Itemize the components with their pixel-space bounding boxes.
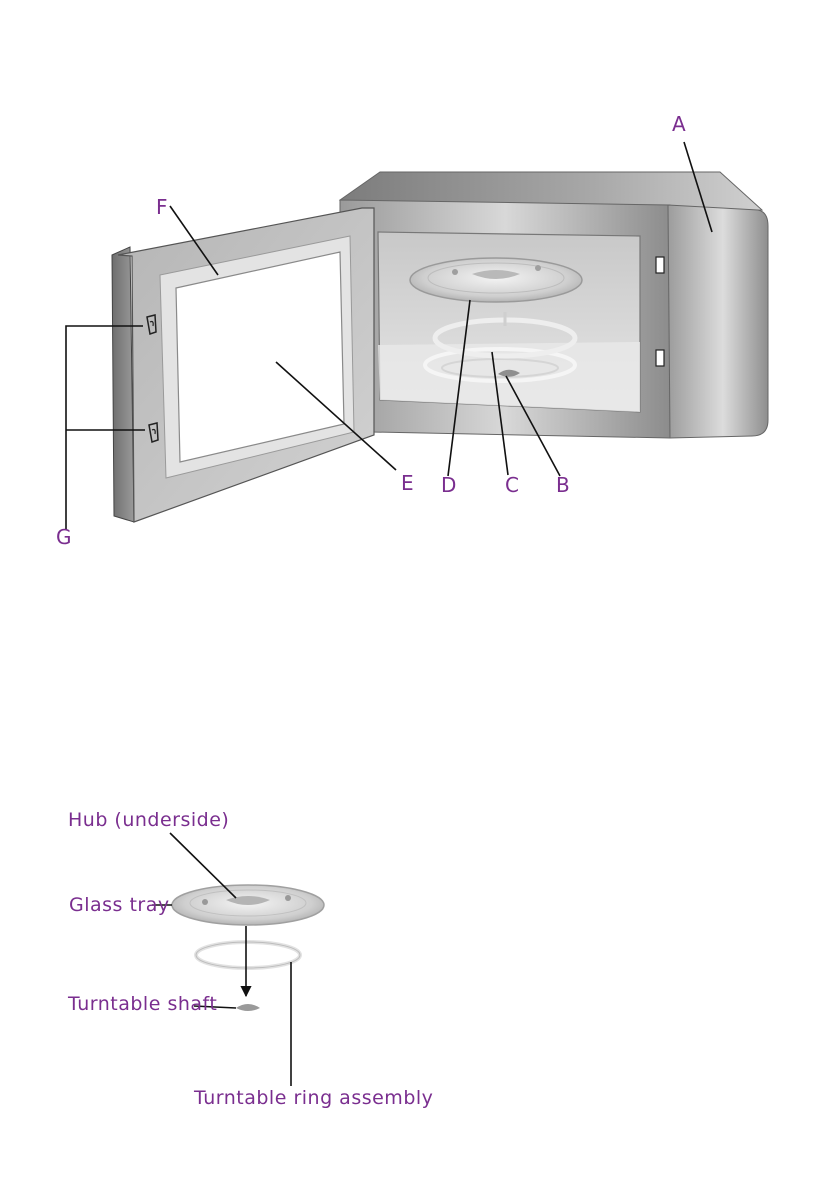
callout-g: G <box>56 525 72 549</box>
label-hub: Hub (underside) <box>68 809 229 831</box>
door-edge <box>112 247 134 522</box>
latch-slot-lower <box>656 350 664 366</box>
label-glass-tray: Glass tray <box>69 894 170 916</box>
detail-lines <box>152 833 291 1086</box>
label-ring-assembly: Turntable ring assembly <box>193 1087 433 1109</box>
detail-shaft <box>236 1004 260 1011</box>
glass-tray <box>410 258 582 302</box>
callout-a: A <box>672 112 686 136</box>
control-panel[interactable] <box>668 205 768 438</box>
callout-f: F <box>156 195 168 219</box>
latch-slot-upper <box>656 257 664 273</box>
callout-c: C <box>505 473 519 497</box>
label-turntable-shaft: Turntable shaft <box>67 993 217 1015</box>
callout-e: E <box>401 471 414 495</box>
callout-b: B <box>556 473 570 497</box>
microwave-body <box>340 172 768 438</box>
callout-d: D <box>441 473 457 497</box>
door[interactable] <box>112 208 374 522</box>
